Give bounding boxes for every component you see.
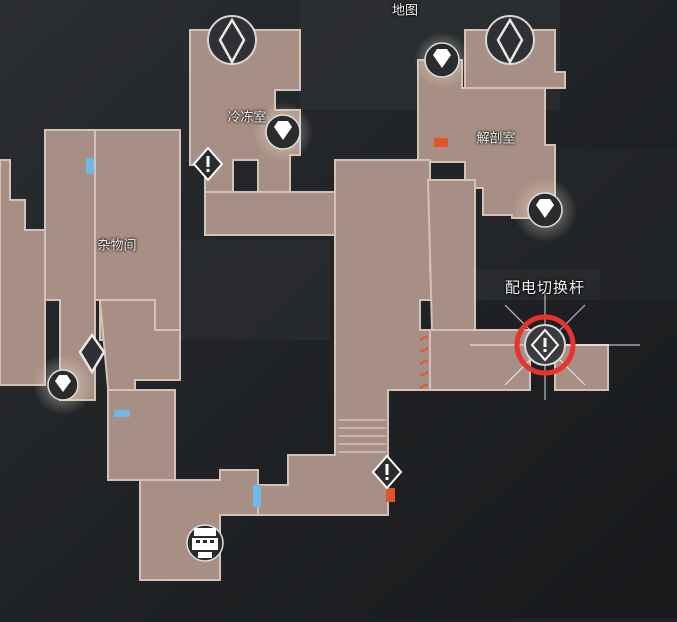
room-save-area — [139, 469, 259, 581]
room-label-storage: 杂物间 — [97, 238, 137, 254]
hazard-stripes — [419, 335, 429, 389]
objective-corridor — [429, 329, 531, 391]
room-dissection — [417, 59, 556, 219]
door-orange-south[interactable] — [386, 488, 395, 502]
exclamation-marker-icon — [530, 328, 560, 362]
highlight-ring — [514, 314, 576, 376]
floor-plan — [0, 29, 609, 581]
map-marker-diamond-icon[interactable] — [78, 332, 106, 375]
typewriter-icon[interactable] — [186, 524, 224, 562]
east-hall — [426, 179, 476, 331]
room-left-edge — [0, 159, 46, 386]
door-orange-dissection[interactable] — [434, 138, 448, 147]
exclamation-marker-icon[interactable] — [371, 454, 403, 490]
map-marker-diamond-icon[interactable] — [485, 15, 535, 65]
room-label-dissection: 解剖室 — [476, 131, 516, 147]
door-blue-left[interactable] — [86, 158, 94, 174]
exclamation-marker-icon[interactable] — [192, 146, 224, 182]
objective-label: 配电切换杆 — [504, 278, 586, 297]
treasure-diamond-icon[interactable] — [527, 192, 563, 228]
corridor-top-left — [204, 191, 339, 236]
room-label-cold-storage: 冷冻室 — [227, 110, 267, 126]
map-marker-diamond-icon[interactable] — [207, 15, 257, 65]
treasure-diamond-icon[interactable] — [424, 42, 460, 78]
treasure-diamond-icon[interactable] — [265, 114, 301, 150]
door-blue-save[interactable] — [253, 485, 261, 507]
door-blue-lower[interactable] — [114, 410, 130, 417]
objective-marker[interactable] — [470, 290, 640, 400]
stairs — [338, 419, 386, 453]
room-storage — [94, 129, 181, 341]
map-title: 地图 — [391, 3, 419, 19]
treasure-diamond-icon[interactable] — [47, 369, 79, 401]
